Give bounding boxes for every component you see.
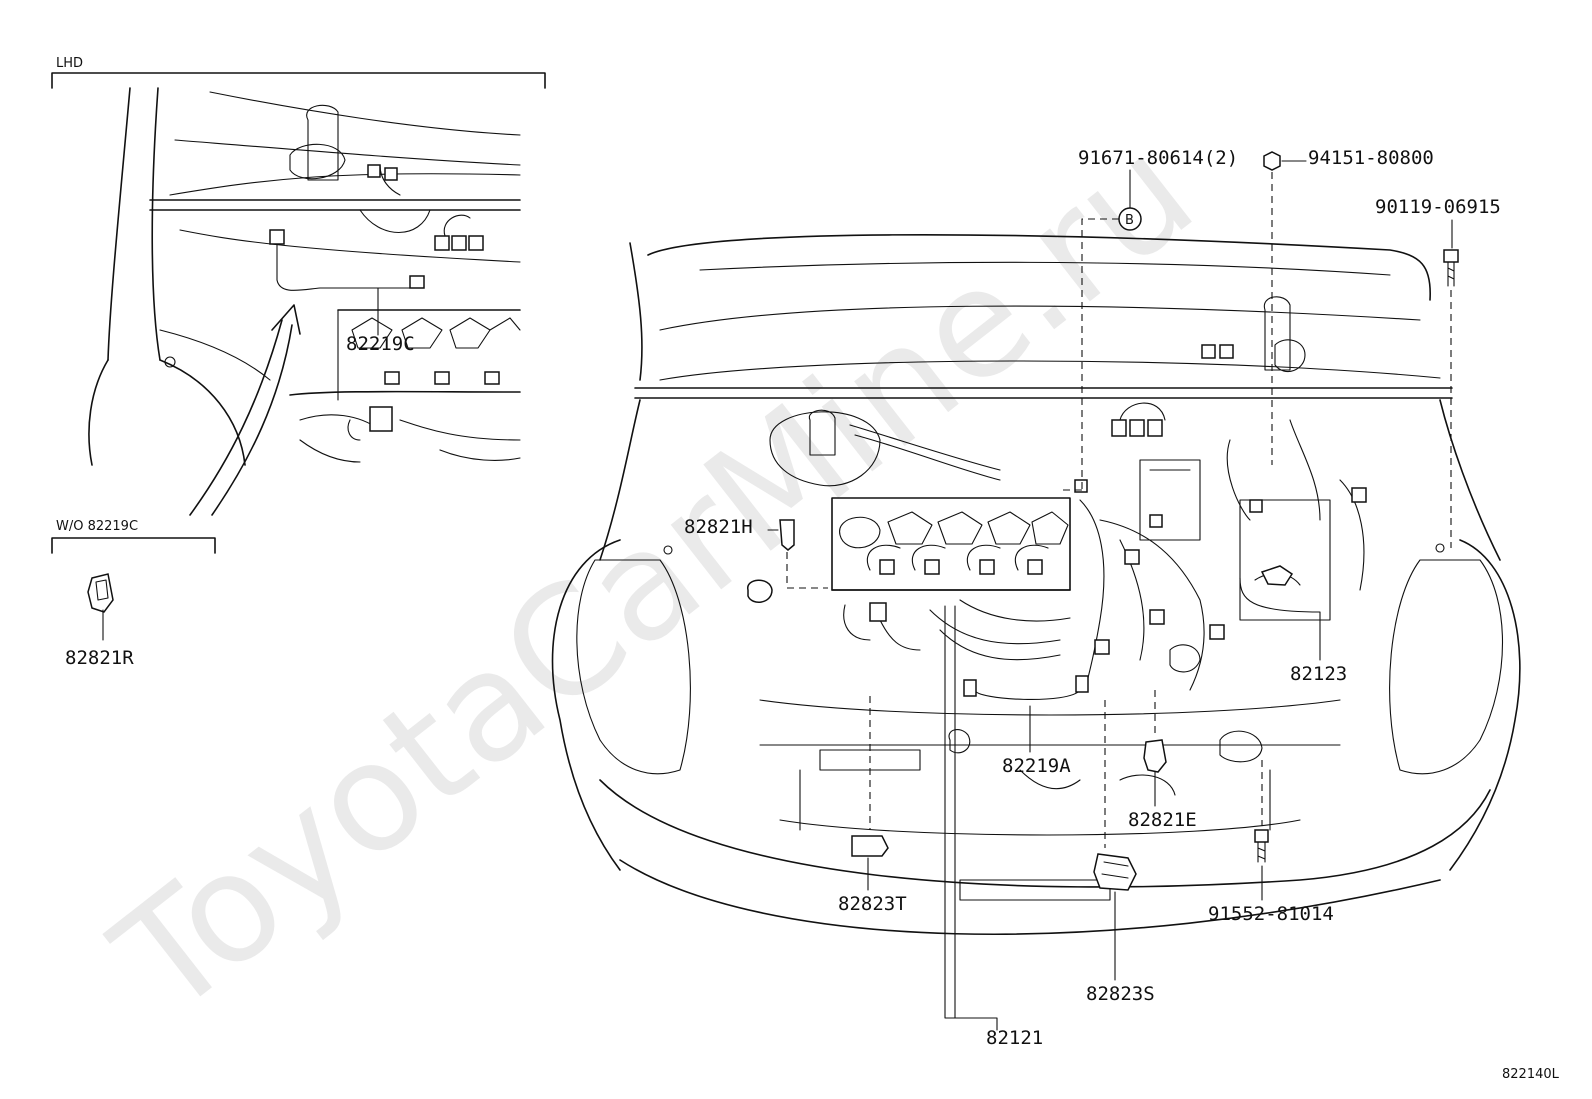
part-label-94151-80800[interactable]: 94151-80800: [1308, 147, 1434, 169]
watermark: ToyotaCarMine.ru: [84, 104, 1225, 1048]
part-label-82823S[interactable]: 82823S: [1086, 983, 1155, 1005]
clip-82823S: [1093, 853, 1137, 891]
wo-inset: W/O 82219C 82821R: [51, 519, 216, 669]
connector-82821E: [1143, 739, 1167, 773]
part-label-82121[interactable]: 82121: [986, 1027, 1043, 1049]
wo-label: W/O 82219C: [56, 519, 138, 534]
bolt-91552-81014: [1254, 829, 1269, 843]
connector-82821H: [779, 519, 795, 551]
part-label-82219A[interactable]: 82219A: [1002, 755, 1071, 777]
part-label-82823T[interactable]: 82823T: [838, 893, 907, 915]
nut-94151-80800: [1263, 151, 1281, 171]
part-label-82821H[interactable]: 82821H: [684, 516, 753, 538]
lhd-inset: LHD: [51, 56, 546, 516]
part-label-82821E[interactable]: 82821E: [1128, 809, 1197, 831]
main-engine-bay: [551, 233, 1521, 936]
callout-b-label: B: [1125, 213, 1134, 228]
bolt-90119-06915: [1443, 249, 1459, 263]
diagram-code: 822140L: [1502, 1067, 1560, 1082]
part-label-82219C[interactable]: 82219C: [346, 333, 415, 355]
part-label-90119-06915[interactable]: 90119-06915: [1375, 196, 1501, 218]
part-label-91671-80614[interactable]: 91671-80614(2): [1078, 147, 1238, 169]
clip-82823T: [851, 835, 889, 857]
part-label-82123[interactable]: 82123: [1290, 663, 1347, 685]
part-label-91552-81014[interactable]: 91552-81014: [1208, 903, 1334, 925]
callouts: 91671-80614(2) B 94151-80800 90119-06915…: [684, 147, 1501, 1049]
lhd-label: LHD: [56, 56, 83, 71]
part-label-82821R[interactable]: 82821R: [65, 647, 134, 669]
